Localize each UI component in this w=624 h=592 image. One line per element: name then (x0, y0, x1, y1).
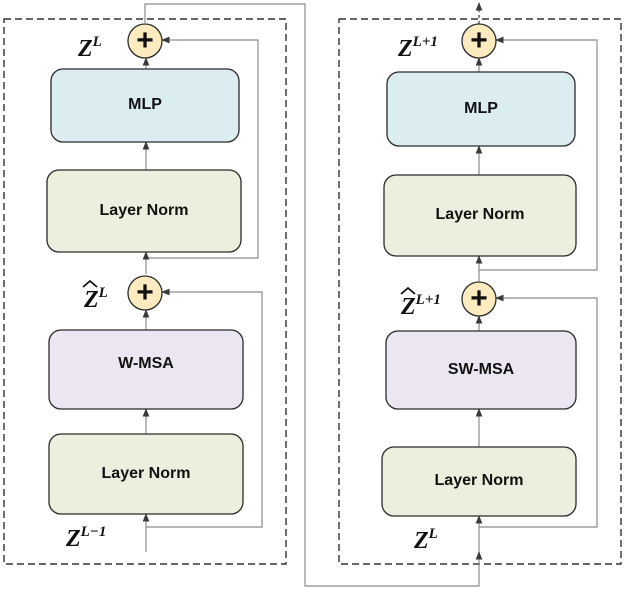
input-variable-label: ZL (413, 526, 438, 554)
sw-msa-box (385, 330, 577, 410)
block-container-left (3, 18, 287, 565)
layer-norm-label: Layer Norm (100, 202, 189, 219)
plus-symbol: + (470, 24, 488, 57)
skip-connection-upper-left (146, 36, 259, 259)
mlp-label: MLP (464, 100, 498, 117)
residual-add-node (461, 23, 497, 59)
sw-msa-label: SW-MSA (448, 361, 515, 378)
residual-add-node (461, 281, 497, 317)
layer-norm-label: Layer Norm (436, 206, 525, 223)
block-right: MLP Layer Norm SW-MSA Layer Norm + + ZL+… (381, 2, 598, 554)
mlp-box (50, 68, 240, 143)
layer-norm-box (46, 169, 242, 253)
hat-accent (400, 286, 416, 295)
inter-block-connection (144, 3, 483, 587)
layer-norm-label: Layer Norm (435, 472, 524, 489)
residual-add-node (127, 275, 163, 311)
plus-symbol: + (136, 24, 154, 57)
hat-accent (82, 279, 98, 288)
w-msa-label: W-MSA (118, 355, 174, 372)
layer-norm-label: Layer Norm (102, 465, 191, 482)
block-container-right (338, 18, 622, 565)
block-left: MLP Layer Norm W-MSA Layer Norm + + ZL Z… (46, 23, 263, 552)
output-variable-label: ZL (77, 34, 102, 62)
intermediate-variable-label: ZL+1 (400, 292, 441, 320)
layer-norm-box (381, 446, 577, 517)
input-variable-label: ZL−1 (65, 524, 106, 552)
skip-connection-upper-right (479, 36, 598, 271)
skip-connection-lower-right (479, 294, 598, 528)
w-msa-box (48, 329, 244, 410)
mlp-label: MLP (128, 96, 162, 113)
intermediate-variable-label: ZL (83, 285, 108, 313)
layer-norm-box (383, 174, 577, 257)
skip-connection-lower-left (146, 288, 263, 528)
output-variable-label: ZL+1 (397, 34, 438, 62)
layer-norm-box (48, 433, 244, 515)
mlp-box (386, 71, 576, 147)
plus-symbol: + (136, 276, 154, 309)
plus-symbol: + (470, 282, 488, 315)
